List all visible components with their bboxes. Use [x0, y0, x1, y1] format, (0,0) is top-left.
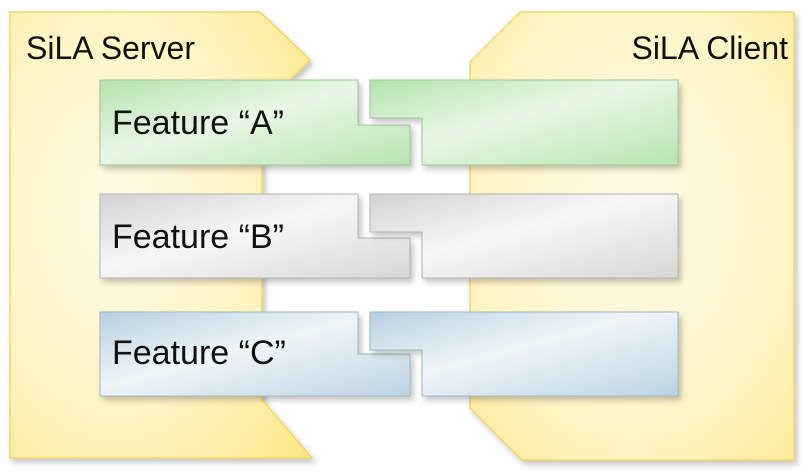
sila-server-title: SiLA Server [26, 30, 195, 66]
feature-c-label: Feature “C” [112, 334, 286, 372]
feature-c-server-connector [99, 311, 411, 397]
feature-b-server-connector [99, 193, 411, 279]
sila-client-title: SiLA Client [631, 30, 788, 66]
feature-a-client-connector [369, 79, 679, 166]
feature-c-client-connector [369, 311, 679, 397]
feature-b-label: Feature “B” [112, 218, 284, 256]
feature-a-server-connector [99, 79, 411, 166]
feature-a-label: Feature “A” [112, 104, 284, 142]
feature-b-client-connector [369, 193, 679, 279]
